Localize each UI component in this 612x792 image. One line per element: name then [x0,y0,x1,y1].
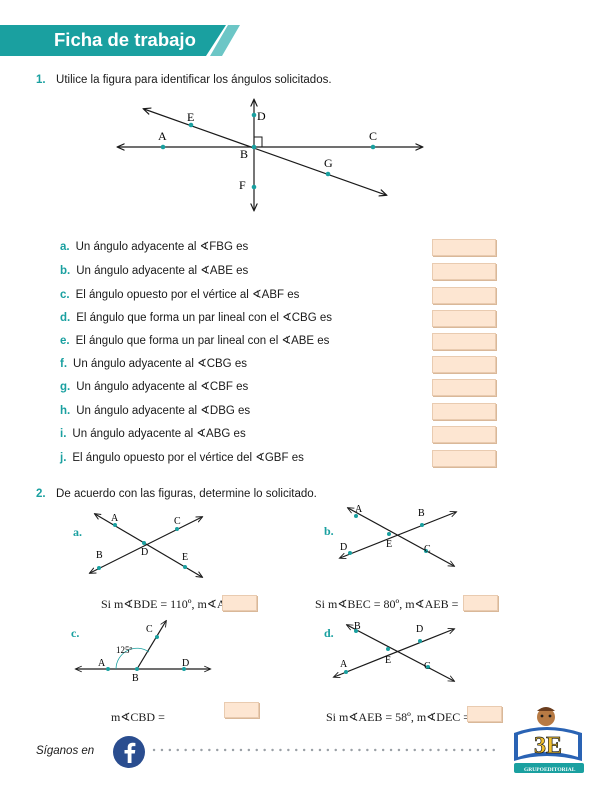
answer-box-g[interactable] [432,379,496,396]
banner-shape [0,25,240,56]
item-a: a.Un ángulo adyacente al ∢FBG es [60,241,249,253]
answer-box-i[interactable] [432,426,496,443]
item-b: b.Un ángulo adyacente al ∢ABE es [60,265,249,277]
question-number: 1. [36,74,46,86]
label-2b-e: E [386,539,392,550]
label-2c-c: C [146,624,153,635]
label-2c-a: A [98,658,106,669]
item-g: g.Un ángulo adyacente al ∢CBF es [60,381,249,393]
dotted-divider [152,748,502,752]
question-2b: Si m∢BEC = 80º, m∢AEB = [315,597,459,611]
question-text: De acuerdo con las figuras, determine lo… [56,488,317,500]
item-e: e.El ángulo que forma un par lineal con … [60,335,330,347]
label-2a-a: A [111,513,119,524]
question-1: 1. Utilice la figura para identificar lo… [36,70,332,88]
label-2c-d: D [182,658,189,669]
label-2d-a: A [340,659,348,670]
item-j: j.El ángulo opuesto por el vértice del ∢… [60,452,304,464]
figure-2d: d. B D A E C [324,621,480,687]
answer-box-h[interactable] [432,403,496,420]
label-2c-b: B [132,673,139,684]
label-2d-e: E [385,655,391,666]
label-2a-c: C [174,516,181,527]
line-eg [144,109,386,195]
question-2d: Si m∢AEB = 58º, m∢DEC = [326,710,471,724]
svg-text:3E: 3E [534,733,562,759]
letter-2a: a. [73,525,82,539]
answer-box-j[interactable] [432,450,496,467]
title-banner: Ficha de trabajo [0,22,240,60]
item-i: i.Un ángulo adyacente al ∢ABG es [60,428,246,440]
label-f: F [239,178,246,192]
label-g: G [324,156,333,170]
svg-text:EDITORIAL: EDITORIAL [544,767,576,773]
angle-label-2c: 125º [116,645,133,655]
question-2: 2. De acuerdo con las figuras, determine… [36,484,317,502]
answer-box-2a[interactable] [222,595,257,611]
letter-2c: c. [71,626,79,640]
figure-2c: c. C A B D 125º [71,617,220,684]
page-title: Ficha de trabajo [54,29,196,50]
letter-2d: d. [324,626,334,640]
item-h: h.Un ángulo adyacente al ∢DBG es [60,405,251,417]
letter-2b: b. [324,524,334,538]
answer-box-c[interactable] [432,287,496,304]
label-2d-c: C [424,661,431,672]
label-2b-d: D [340,542,347,553]
label-d: D [257,109,266,123]
item-c: c.El ángulo opuesto por el vértice al ∢A… [60,289,300,301]
figure-1: A B C D E F G [110,95,430,220]
answer-box-2d[interactable] [467,706,502,722]
answer-box-b[interactable] [432,263,496,280]
right-angle-mark [254,136,263,147]
answer-box-d[interactable] [432,310,496,327]
question-2a: Si m∢BDE = 110º, m∢ADC = [101,597,252,611]
follow-text: Síganos en [36,745,95,757]
item-f: f.Un ángulo adyacente al ∢CBG es [60,358,247,370]
facebook-icon[interactable] [112,735,146,769]
answer-box-e[interactable] [432,333,496,350]
item-d: d.El ángulo que forma un par lineal con … [60,312,332,324]
answer-box-2c[interactable] [224,702,259,718]
answer-box-f[interactable] [432,356,496,373]
label-2b-a: A [355,504,363,515]
figure-2b: b. A B D E C [324,504,480,580]
label-2b-c: C [424,544,431,555]
label-c: C [369,129,377,143]
question-number: 2. [36,488,46,500]
label-b: B [240,147,248,161]
answer-box-2b[interactable] [463,595,498,611]
publisher-logo: 3E GRUPO EDITORIAL [514,707,584,773]
question-text: Utilice la figura para identificar los á… [56,74,332,86]
label-2b-b: B [418,508,425,519]
svg-text:GRUPO: GRUPO [524,767,545,773]
label-a: A [158,129,167,143]
label-2a-d: D [141,547,148,558]
label-2d-b: B [354,621,361,632]
label-e: E [187,110,194,124]
label-2a-b: B [96,550,103,561]
figure-2a: a. A C B D E [73,513,220,585]
label-2a-e: E [182,552,188,563]
answer-box-a[interactable] [432,239,496,256]
label-2d-d: D [416,624,423,635]
question-2c: m∢CBD = [111,710,165,724]
